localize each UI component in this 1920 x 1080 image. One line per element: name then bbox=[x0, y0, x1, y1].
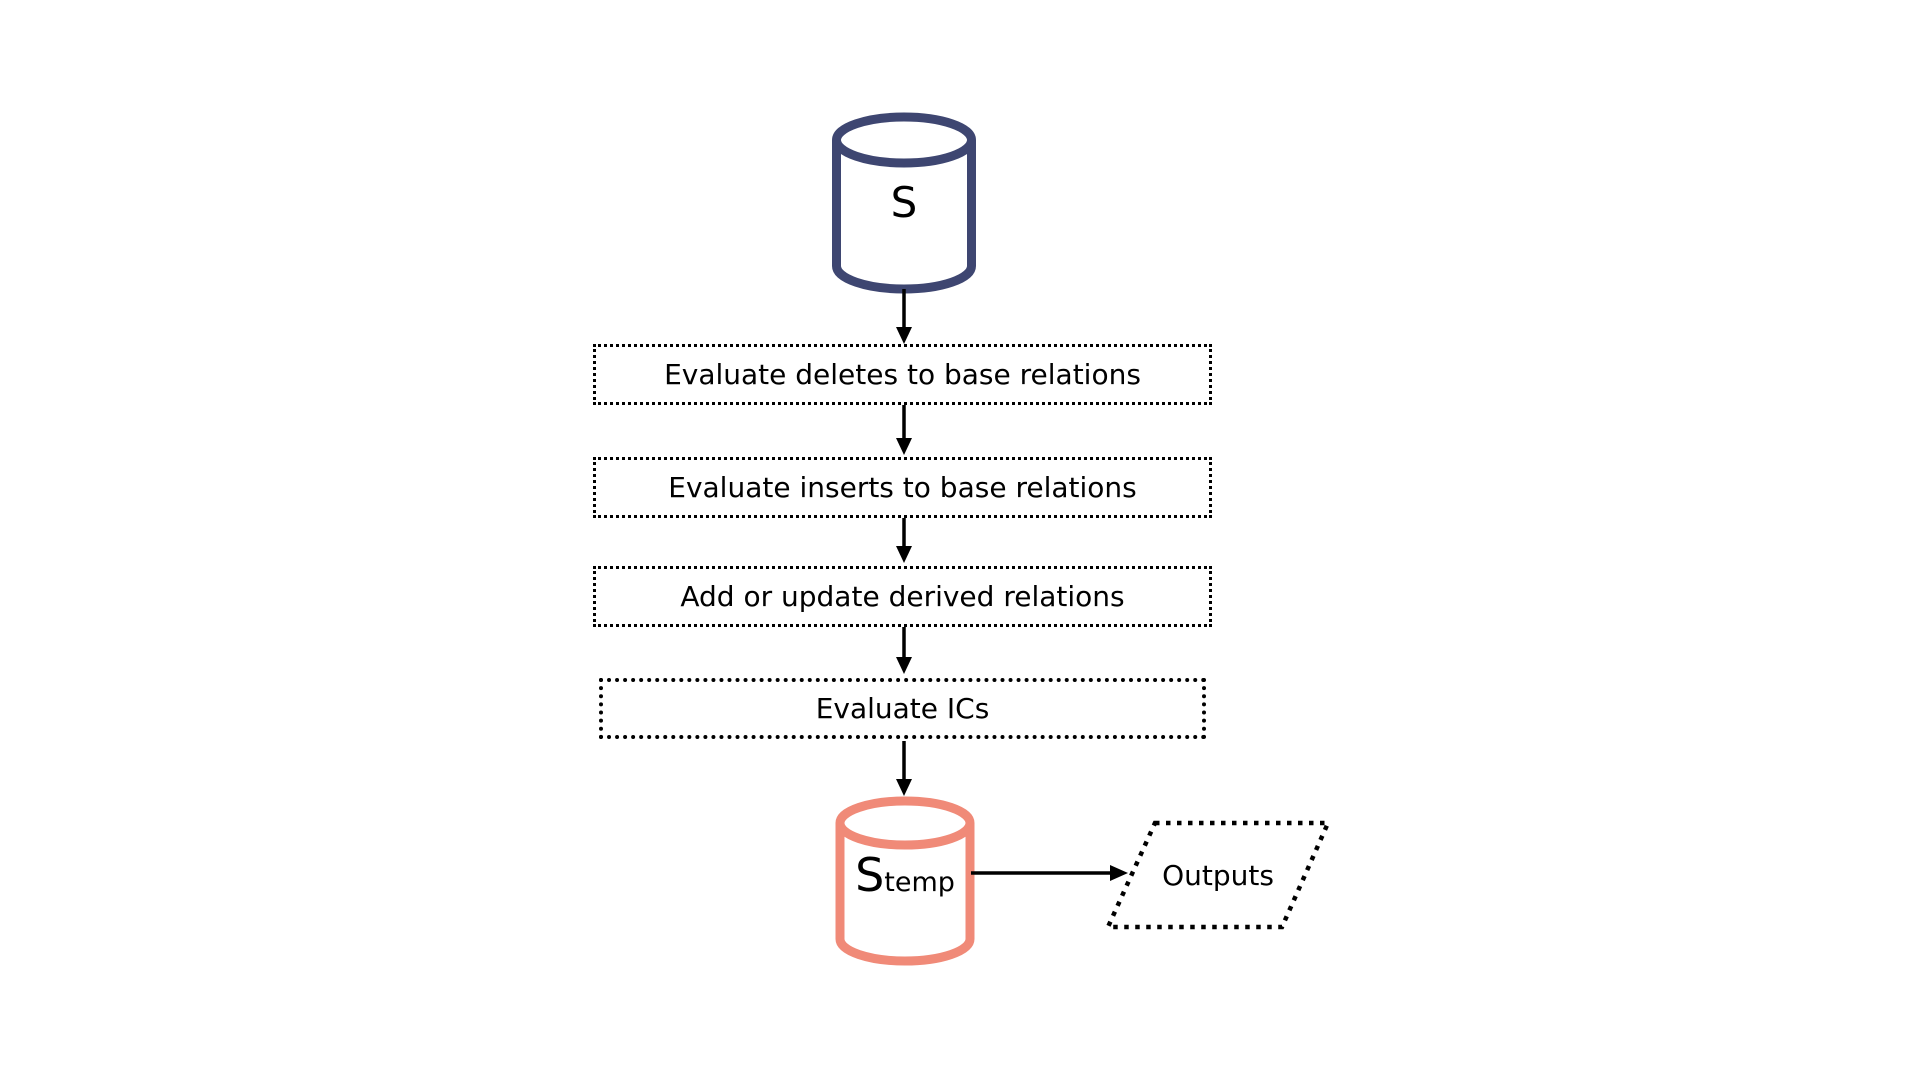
step-label: Evaluate inserts to base relations bbox=[668, 471, 1137, 504]
arrow-step3-to-step4 bbox=[896, 627, 912, 674]
arrow-step1-to-step2 bbox=[896, 405, 912, 455]
step-box-evaluate-deletes: Evaluate deletes to base relations bbox=[593, 344, 1212, 405]
arrow-temp-to-outputs bbox=[971, 865, 1128, 881]
step-box-evaluate-ics: Evaluate ICs bbox=[599, 678, 1206, 739]
source-db-label: S bbox=[890, 178, 918, 227]
step-label: Evaluate deletes to base relations bbox=[664, 358, 1141, 391]
arrow-source-to-step1 bbox=[896, 289, 912, 344]
arrow-step4-to-temp bbox=[896, 741, 912, 796]
temp-db-label-subscript: temp bbox=[884, 867, 955, 898]
temp-db-cylinder bbox=[835, 796, 975, 966]
outputs-label: Outputs bbox=[1162, 858, 1274, 892]
flow-arrows bbox=[896, 289, 1128, 881]
source-db-cylinder bbox=[832, 112, 976, 294]
step-box-add-update-derived: Add or update derived relations bbox=[593, 566, 1212, 627]
step-label: Evaluate ICs bbox=[815, 692, 990, 725]
temp-db-label-main: S bbox=[855, 848, 885, 902]
arrow-step2-to-step3 bbox=[896, 518, 912, 563]
outputs-parallelogram bbox=[1104, 820, 1332, 930]
step-label: Add or update derived relations bbox=[680, 580, 1125, 613]
step-box-evaluate-inserts: Evaluate inserts to base relations bbox=[593, 457, 1212, 518]
